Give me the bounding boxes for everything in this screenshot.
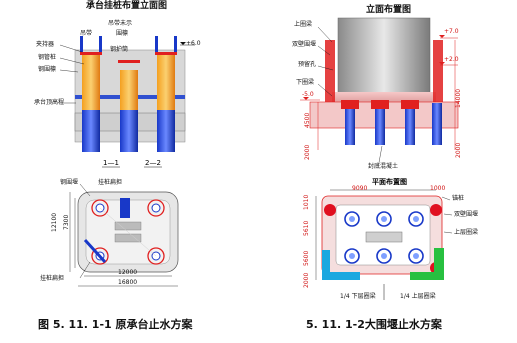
dim-7300: 7300 xyxy=(63,214,70,230)
label-steel-purlin: 钢围檩 xyxy=(38,66,57,73)
dim-14000: 14000 xyxy=(455,88,462,108)
label-upper-beam-plan: 上层圈梁 xyxy=(454,229,479,236)
dim-4500: 4500 xyxy=(304,112,311,128)
dim-16800: 16800 xyxy=(118,279,138,286)
dim-5600: 5600 xyxy=(303,250,310,266)
label-cap-top: 承台顶高程 xyxy=(34,99,65,106)
note-top: 吊带未示 xyxy=(108,20,133,27)
dim-9090: 9090 xyxy=(352,185,368,192)
label-casing: 钢护筒 xyxy=(110,46,129,53)
label-hanger: 吊带 xyxy=(80,30,93,37)
section-1-1-sub: 挂桩扁担 xyxy=(98,179,123,186)
right-plan-title: 平面布置图 xyxy=(372,178,407,186)
label-double-wall-plan: 双壁围堰 xyxy=(454,211,479,218)
left-pile-1 xyxy=(82,55,100,115)
caption-right: 5. 11. 1-2大围堰止水方案 xyxy=(306,318,442,331)
label-double-wall: 双壁围堰 xyxy=(292,41,317,48)
caption-left: 图 5. 11. 1-1 原承台止水方案 xyxy=(38,318,193,331)
label-purlin: 围檩 xyxy=(116,30,129,37)
dim-1000: 1000 xyxy=(430,185,446,192)
right-elevation-title: 立面布置图 xyxy=(366,5,412,15)
label-anchor-pile: 锚桩 xyxy=(452,195,465,202)
anchor-pile-tl xyxy=(324,204,336,216)
left-pile-3 xyxy=(157,55,175,115)
left-pile-2 xyxy=(120,70,138,112)
label-seal-concrete: 封底混凝土 xyxy=(368,163,399,170)
anchor-pile-tr xyxy=(430,204,442,216)
dim-12100: 12100 xyxy=(51,212,58,232)
elev-plus2: +2.0 xyxy=(444,56,459,63)
dim-2000-right: 2000 xyxy=(455,142,462,158)
section-2-2: 2—2 xyxy=(145,159,161,167)
label-quarter-upper: 1/4 上层圈梁 xyxy=(400,293,436,300)
label-quarter-lower: 1/4 下层圈梁 xyxy=(340,293,376,300)
left-elevation-title: 承台挂桩布置立面图 xyxy=(86,1,168,11)
elev-plus7: +7.0 xyxy=(444,28,459,35)
label-clamp: 夹持器 xyxy=(36,41,55,48)
label-upper-beam: 上圈梁 xyxy=(294,21,313,28)
dim-2000-left: 2000 xyxy=(304,144,311,160)
label-steel-cofferdam: 钢围堰 xyxy=(60,179,79,186)
elev-plus6: +6.0 xyxy=(186,40,201,47)
section-1-1: 1—1 xyxy=(103,159,119,167)
dim-5610: 5610 xyxy=(303,220,310,236)
dim-12000: 12000 xyxy=(118,269,138,276)
dim-1010: 1010 xyxy=(303,194,310,210)
elev-minus5: -5.0 xyxy=(302,91,314,98)
label-lower-beam: 下圈梁 xyxy=(296,79,315,86)
label-reserved-hole: 预留孔 xyxy=(298,61,317,68)
label-hang-beam: 挂桩扁担 xyxy=(40,275,65,282)
dim-2000-plan: 2000 xyxy=(303,272,310,288)
label-steel-pile: 钢管桩 xyxy=(38,54,57,61)
